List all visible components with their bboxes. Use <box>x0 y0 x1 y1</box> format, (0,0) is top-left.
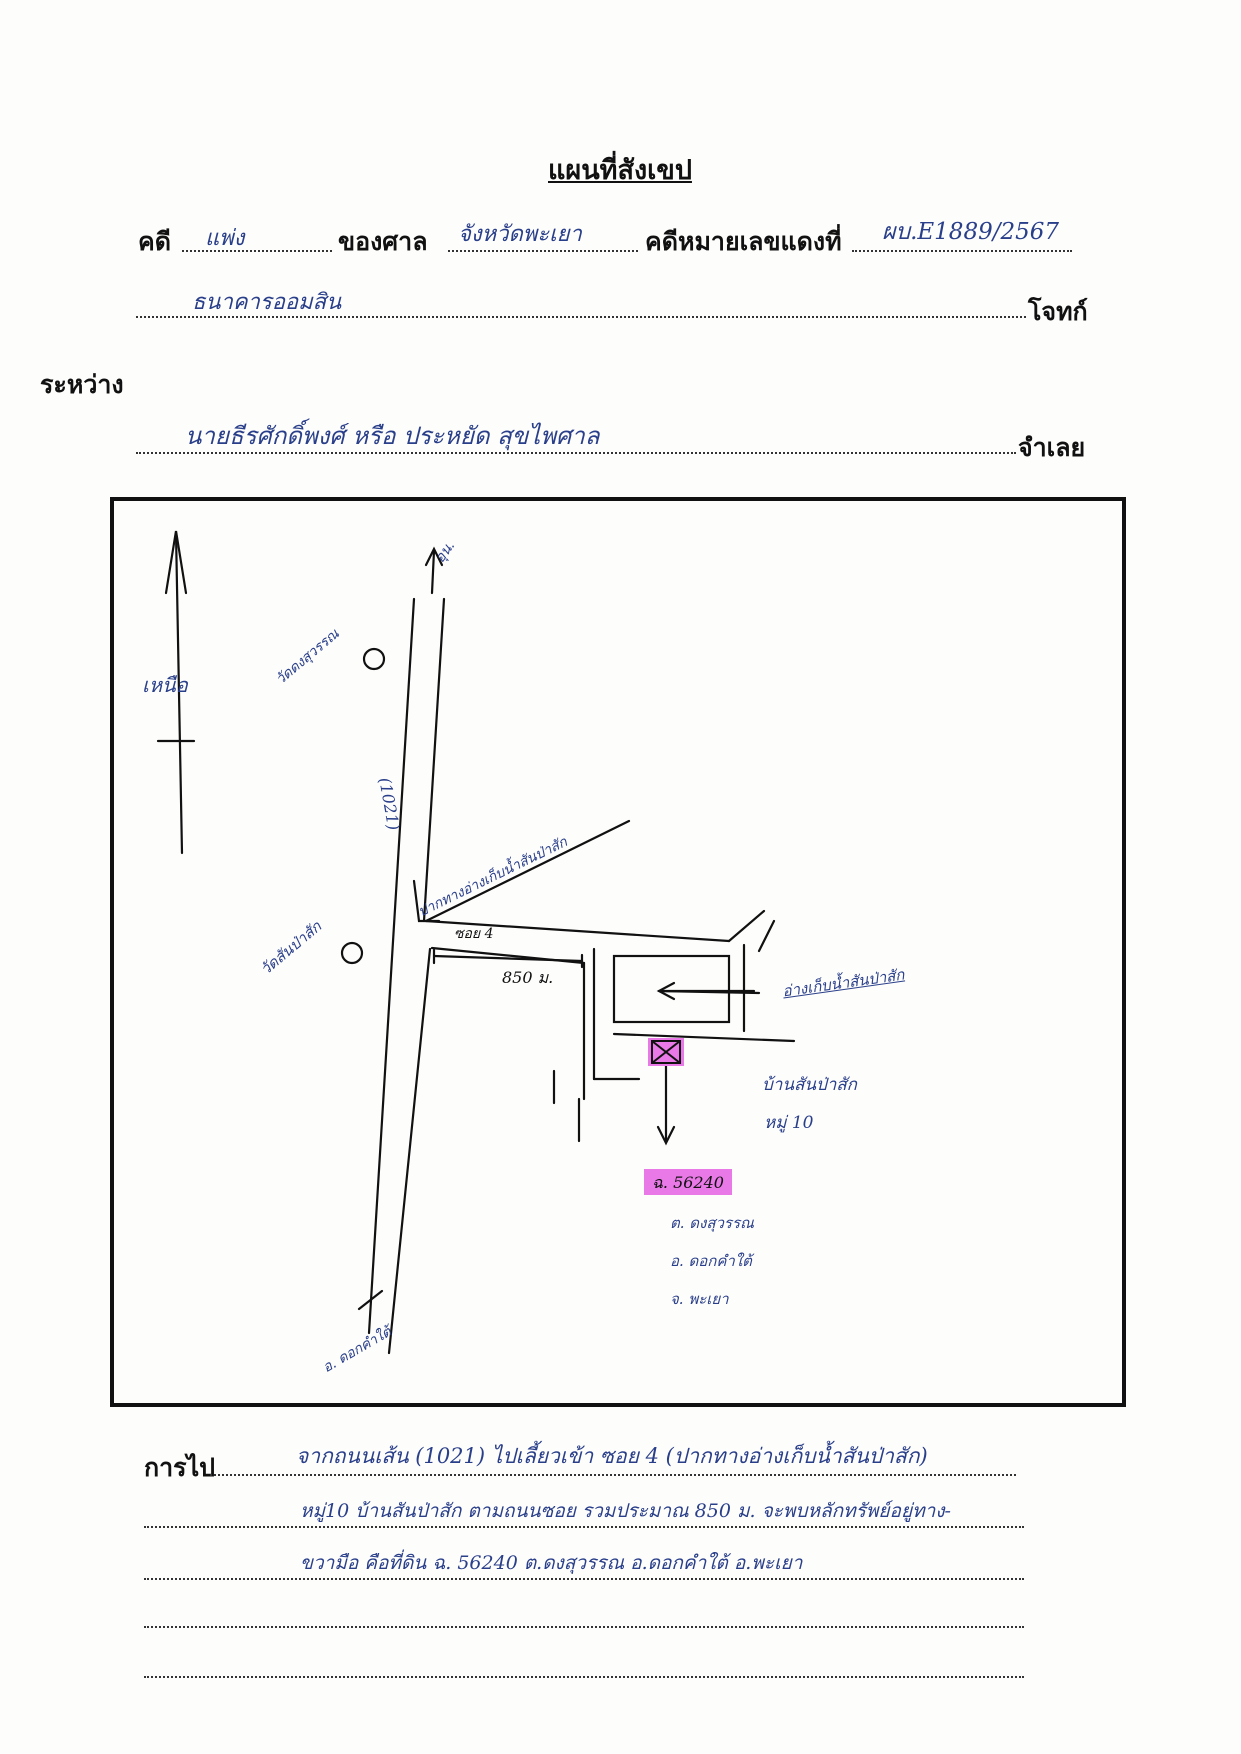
junction-pointer-line <box>424 819 631 923</box>
directions-text-1: จากถนนเส้น (1021) ไปเลี้ยวเข้า ซอย 4 (ปา… <box>296 1444 928 1468</box>
plaintiff-name: ธนาคารออมสิน <box>192 290 342 315</box>
directions-line-1 <box>210 1474 1016 1476</box>
reservoir-lower-line <box>612 1032 796 1043</box>
province-label: จ. พะเยา <box>670 1290 729 1308</box>
parcel-pointer-arrowhead <box>656 1125 676 1146</box>
defendant-line <box>136 452 1016 454</box>
directions-label: การไป <box>144 1453 216 1482</box>
reservoir-box <box>612 954 731 1024</box>
between-label: ระหว่าง <box>40 370 124 399</box>
directions-line-3 <box>144 1578 1024 1580</box>
defendant-role-label: จำเลย <box>1018 433 1086 462</box>
north-arrow-shaft <box>174 531 184 855</box>
soi-end-diagonal <box>727 909 766 943</box>
north-arrow-head <box>164 530 188 595</box>
district-label: อ. ดอกคำใต้ <box>670 1252 752 1270</box>
reservoir-right-line <box>757 919 776 953</box>
subdistrict-label: ต. ดงสุวรรณ <box>670 1214 754 1232</box>
parcel-label: ฉ. 56240 <box>652 1173 724 1192</box>
parcel-box-cross-b <box>651 1040 681 1064</box>
main-road-east-edge-lower <box>387 947 432 1355</box>
plaintiff-line <box>136 316 1026 318</box>
distance-label: 850 ม. <box>502 968 554 987</box>
village-line2: หมู่ 10 <box>764 1113 814 1133</box>
reservoir-arrowhead <box>656 981 676 1001</box>
case-label: คดี <box>138 227 171 256</box>
directions-line-2 <box>144 1526 1024 1528</box>
village-line1: บ้านสันป่าสัก <box>762 1075 857 1095</box>
directions-line-4 <box>144 1626 1024 1628</box>
sketch-map-drawing <box>156 530 796 1355</box>
red-case-line <box>852 250 1072 252</box>
reservoir-label-arrow <box>657 989 761 995</box>
case-type-value: แพ่ง <box>205 226 245 251</box>
distance-line <box>432 954 584 963</box>
page-title: แผนที่สังเขป <box>548 155 692 186</box>
directions-text-3: ขวามือ คือที่ดิน ฉ. 56240 ต.ดงสุวรรณ อ.ด… <box>300 1552 803 1574</box>
main-road-east-edge <box>422 597 446 923</box>
red-case-label: คดีหมายเลขแดงที่ <box>645 227 842 256</box>
junction-arrow <box>412 879 441 923</box>
north-label: เหนือ <box>142 673 188 697</box>
red-case-number: ผบ.E1889/2567 <box>882 219 1059 245</box>
soi-north-edge <box>424 919 731 943</box>
parcel-label-highlight <box>644 1169 732 1195</box>
plaintiff-role-label: โจทก์ <box>1028 297 1088 326</box>
court-label: ของศาล <box>338 227 428 256</box>
soi-label: ซอย 4 <box>454 926 494 942</box>
road-south-arrow <box>357 1289 384 1311</box>
parcel-box <box>651 1040 681 1064</box>
court-name-value: จังหวัดพะเยา <box>458 222 582 247</box>
temple-south-symbol <box>340 941 364 965</box>
court-name-line <box>448 250 638 252</box>
directions-line-5 <box>144 1676 1024 1678</box>
defendant-name: นายธีรศักดิ์พงศ์ หรือ ประหยัด สุขไพศาล <box>185 422 600 450</box>
temple-north-symbol <box>362 647 386 671</box>
road-north-arrow <box>430 549 436 595</box>
directions-text-2: หมู่10 บ้านสันป่าสัก ตามถนนซอย รวมประมาณ… <box>300 1500 951 1522</box>
main-road-west-edge <box>367 597 416 1335</box>
sketch-map: เหนือ อุน. (1021) วัดดงสุวรรณ วัดสันป่าส… <box>110 497 1126 1407</box>
case-type-line <box>182 250 332 252</box>
road-north-arrowhead <box>424 546 444 567</box>
